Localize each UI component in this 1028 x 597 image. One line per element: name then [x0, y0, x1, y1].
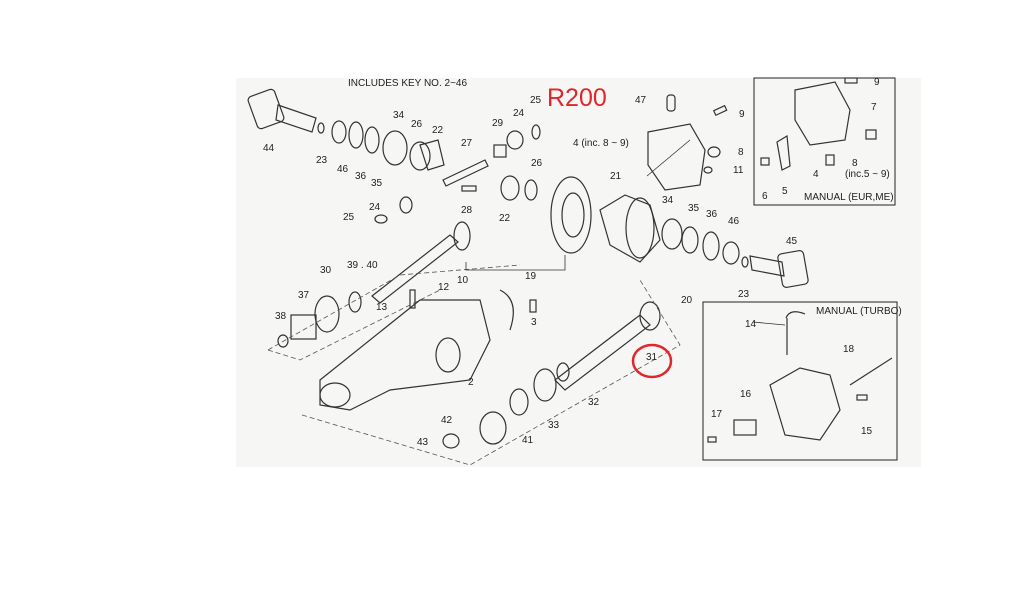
part-label: 9: [739, 109, 745, 120]
parts: [247, 77, 893, 466]
part-label: 38: [275, 311, 287, 322]
part-label: 23: [316, 155, 328, 166]
part-label: 29: [492, 118, 504, 129]
part-label: 45: [786, 236, 798, 247]
part-label: 22: [499, 213, 511, 224]
part-label: 46: [337, 164, 349, 175]
inset-title: MANUAL (EUR,ME): [804, 192, 894, 203]
part-label: 5: [782, 186, 788, 197]
part-label: 14: [745, 319, 757, 330]
part-labels: 44 23 46 36 35 34 26 22 27 29 24 25 28 2…: [263, 95, 798, 448]
part-label: 3: [531, 317, 537, 328]
inset-eur-me-labels: 9 7 8 (inc.5 ~ 9) 4 5 6 MANUAL (EUR,ME): [762, 77, 894, 203]
part-label: 25: [343, 212, 355, 223]
part-label: 32: [588, 397, 600, 408]
highlight-circle-part-31: [631, 343, 673, 379]
part-label: 26: [531, 158, 543, 169]
part-label: 16: [740, 389, 752, 400]
part-label: 35: [688, 203, 700, 214]
part-label: 15: [861, 426, 873, 437]
part-label: 13: [376, 302, 388, 313]
inset-turbo-frame: [702, 301, 898, 461]
part-label: 8: [852, 158, 858, 169]
part-label: 6: [762, 191, 768, 202]
part-label: 4 (inc. 8 ~ 9): [573, 138, 629, 149]
inset-title: MANUAL (TURBO): [816, 306, 902, 317]
part-label: 25: [530, 95, 542, 106]
part-label: 21: [610, 171, 622, 182]
part-label: 22: [432, 125, 444, 136]
part-label: 43: [417, 437, 429, 448]
header-note: INCLUDES KEY NO. 2~46: [348, 78, 467, 89]
part-label: 8: [738, 147, 744, 158]
part-label: 47: [635, 95, 647, 106]
part-label: 23: [738, 289, 750, 300]
part-label: 35: [371, 178, 383, 189]
part-label: 24: [369, 202, 381, 213]
part-label-highlighted: 31: [646, 352, 658, 363]
part-label: 7: [871, 102, 877, 113]
title: R200: [547, 84, 607, 112]
part-label: 34: [393, 110, 405, 121]
part-label: 34: [662, 195, 674, 206]
inset-eur-me-frame: [753, 77, 896, 206]
part-label: 18: [843, 344, 855, 355]
part-label: 19: [525, 271, 537, 282]
part-label: 37: [298, 290, 310, 301]
part-label: 36: [706, 209, 718, 220]
part-label: 20: [681, 295, 693, 306]
part-label: 27: [461, 138, 473, 149]
inset-turbo-labels: MANUAL (TURBO) 14 18 16 17 15: [711, 306, 902, 437]
part-label: 11: [733, 165, 744, 176]
part-label: 28: [461, 205, 473, 216]
part-label: 33: [548, 420, 560, 431]
part-label: 17: [711, 409, 723, 420]
part-label: (inc.5 ~ 9): [845, 169, 890, 180]
part-label: 36: [355, 171, 367, 182]
part-label: 46: [728, 216, 740, 227]
part-label: 9: [874, 77, 880, 88]
part-label: 42: [441, 415, 453, 426]
part-label: 12: [438, 282, 450, 293]
part-label: 4: [813, 169, 819, 180]
part-label: 39 . 40: [347, 260, 378, 271]
part-label: 30: [320, 265, 332, 276]
part-label: 24: [513, 108, 525, 119]
part-label: 10: [457, 275, 469, 286]
part-label: 2: [468, 377, 474, 388]
part-label: 26: [411, 119, 423, 130]
part-label: 44: [263, 143, 275, 154]
part-label: 41: [522, 435, 534, 446]
